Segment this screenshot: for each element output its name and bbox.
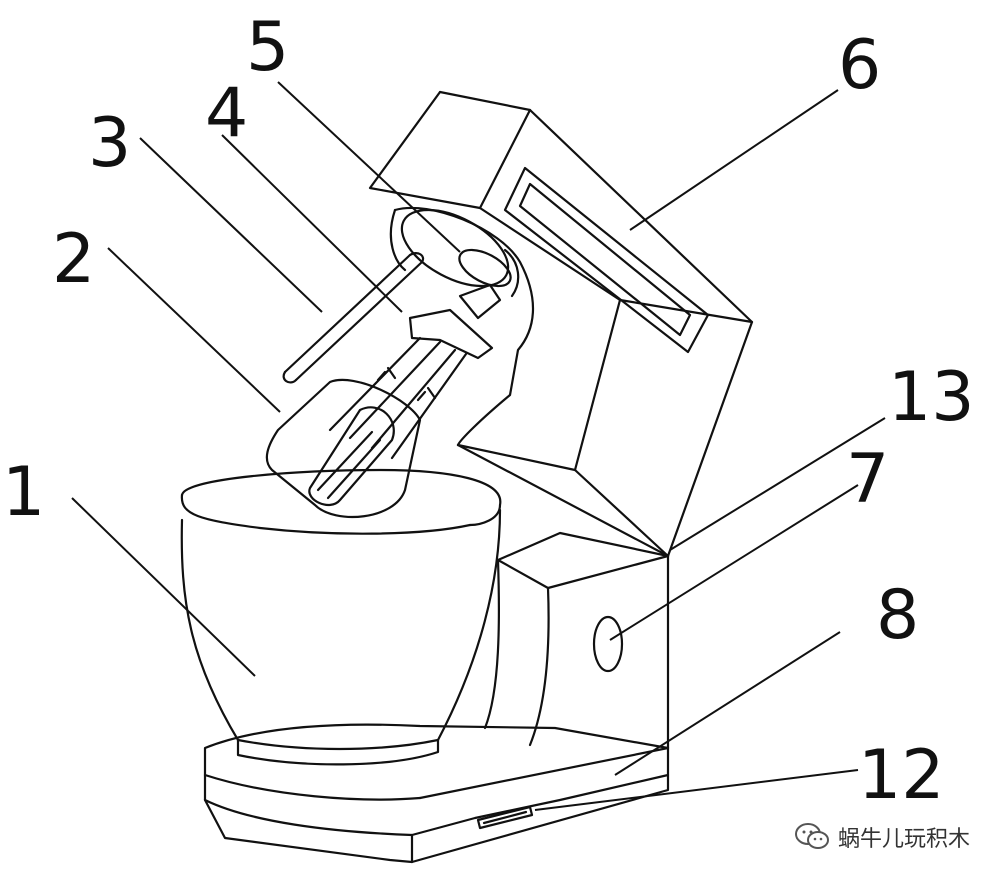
leader-5 [277, 81, 461, 253]
leader-4 [221, 134, 403, 313]
label-8: 8 [876, 576, 919, 655]
watermark-text: 蜗牛儿玩积木 [837, 827, 970, 852]
label-6: 6 [838, 26, 881, 105]
leader-6 [629, 89, 839, 231]
label-1: 1 [2, 453, 45, 532]
wechat-icon [794, 823, 829, 849]
leader-7 [609, 484, 859, 641]
mixer-head [368, 90, 754, 558]
base-platform [203, 723, 670, 864]
leader-8 [614, 631, 841, 776]
label-12: 12 [858, 736, 945, 815]
label-13: 13 [888, 358, 975, 437]
bottom-slot [476, 805, 534, 830]
mixing-bowl [180, 468, 502, 766]
whisk-attachment [265, 378, 422, 519]
leader-lines [71, 81, 886, 811]
label-7: 7 [846, 440, 889, 519]
label-4: 4 [205, 74, 248, 153]
control-panel [503, 166, 710, 354]
watermark: 蜗牛儿玩积木 [794, 821, 970, 853]
leader-1 [71, 497, 256, 677]
label-2: 2 [52, 220, 95, 299]
leader-2 [107, 247, 281, 413]
label-5: 5 [246, 8, 289, 87]
label-3: 3 [88, 104, 131, 183]
leader-12 [534, 769, 859, 811]
guide-rod [282, 252, 425, 384]
leader-3 [139, 137, 323, 313]
part-labels: 1 2 3 4 5 6 7 8 12 13 [2, 8, 975, 815]
hub-coupling [400, 208, 520, 298]
leader-13 [669, 417, 886, 551]
motor-column [483, 531, 670, 750]
drive-shaft [328, 283, 502, 460]
speed-knob [592, 615, 624, 673]
